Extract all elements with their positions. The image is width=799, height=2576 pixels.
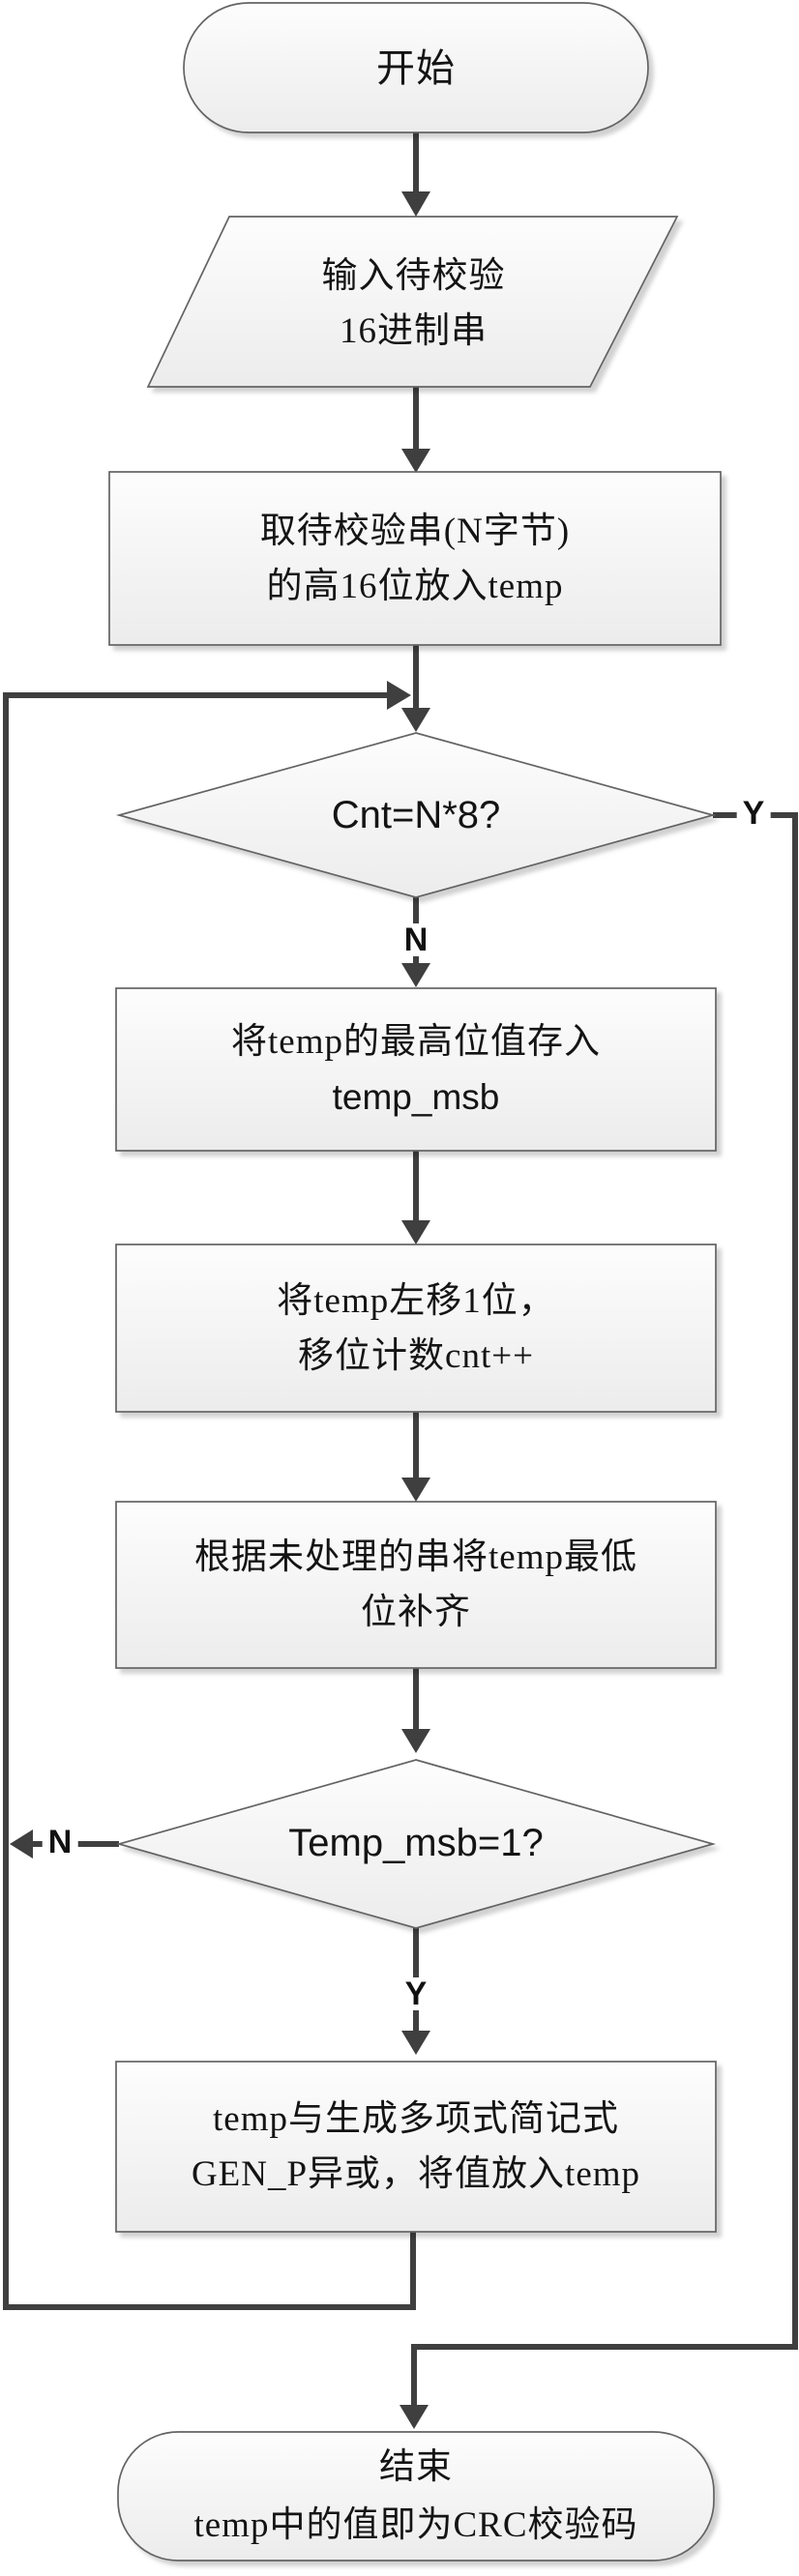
edge-label-msb-no: N xyxy=(42,1826,78,1859)
xor-genp-process-shape xyxy=(115,2061,717,2233)
fill-low-line2: 位补齐 xyxy=(361,1593,471,1632)
input-text-line2: 16进制串 xyxy=(340,311,488,351)
init-temp-line2: 的高16位放入temp xyxy=(266,567,564,606)
cond-msb-label: Temp_msb=1? xyxy=(247,1818,585,1868)
shift-left-process-shape xyxy=(115,1244,717,1413)
edge-label-msb-yes: Y xyxy=(399,1977,433,2010)
edge-loopback xyxy=(3,692,416,2310)
edge-label-cnt-no: N xyxy=(398,923,434,956)
arrowhead-loopback-junction xyxy=(387,681,411,710)
cond-msb-text: Temp_msb=1? xyxy=(288,1821,544,1864)
arrowhead-into-store xyxy=(401,963,430,987)
cond-cnt-text: Cnt=N*8? xyxy=(331,793,501,836)
arrowhead-into-init xyxy=(401,449,430,473)
start-label: 开始 xyxy=(184,3,648,132)
arrowhead-into-shift xyxy=(401,1220,430,1244)
input-parallelogram-shape xyxy=(146,216,679,388)
shift-left-line1: 将temp左移1位， xyxy=(277,1280,555,1321)
xor-genp-line1: temp与生成多项式简记式 xyxy=(213,2099,619,2139)
shift-left-line2: 移位计数cnt++ xyxy=(298,1335,534,1376)
arrowhead-into-fill xyxy=(401,1478,430,1502)
arrowheads xyxy=(10,191,430,2429)
input-label: 输入待校验 16进制串 xyxy=(155,220,672,387)
end-label: 结束 temp中的值即为CRC校验码 xyxy=(118,2435,714,2559)
cond-msb-decision-shape xyxy=(115,1759,717,1929)
end-line1: 结束 xyxy=(379,2447,453,2487)
init-temp-line1: 取待校验串(N字节) xyxy=(259,512,571,551)
init-temp-process-shape xyxy=(108,471,722,646)
cond-cnt-label: Cnt=N*8? xyxy=(271,791,561,839)
arrowhead-into-xor xyxy=(401,2031,430,2055)
fill-low-process-shape xyxy=(115,1501,717,1669)
xor-genp-label: temp与生成多项式简记式 GEN_P异或，将值放入temp xyxy=(116,2065,716,2228)
init-temp-label: 取待校验串(N字节) 的高16位放入temp xyxy=(109,476,721,642)
end-terminator-shape xyxy=(117,2431,715,2561)
arrowhead-into-end xyxy=(400,2405,429,2429)
arrowhead-cond2-no xyxy=(10,1830,33,1859)
edge-label-cnt-yes: Y xyxy=(736,797,771,830)
end-line2: temp中的值即为CRC校验码 xyxy=(193,2505,638,2545)
start-text: 开始 xyxy=(376,45,456,90)
store-msb-line1: 将temp的最高位值存入 xyxy=(231,1022,601,1062)
fill-low-line1: 根据未处理的串将temp最低 xyxy=(194,1537,637,1577)
arrowhead-into-cond2 xyxy=(401,1729,430,1753)
fill-low-label: 根据未处理的串将temp最低 位补齐 xyxy=(116,1506,716,1664)
arrowhead-into-cond1 xyxy=(401,708,430,732)
cond-cnt-decision-shape xyxy=(115,732,717,898)
store-msb-line2: temp_msb xyxy=(332,1077,500,1117)
input-text-line1: 输入待校验 xyxy=(321,256,506,296)
flowchart-nodes xyxy=(108,2,722,2561)
arrowhead-into-input xyxy=(401,191,430,217)
start-terminator-shape xyxy=(183,2,649,133)
xor-genp-line2: GEN_P异或，将值放入temp xyxy=(191,2154,641,2194)
store-msb-label: 将temp的最高位值存入 temp_msb xyxy=(116,992,716,1147)
store-msb-process-shape xyxy=(115,987,717,1152)
shift-left-label: 将temp左移1位， 移位计数cnt++ xyxy=(116,1248,716,1408)
